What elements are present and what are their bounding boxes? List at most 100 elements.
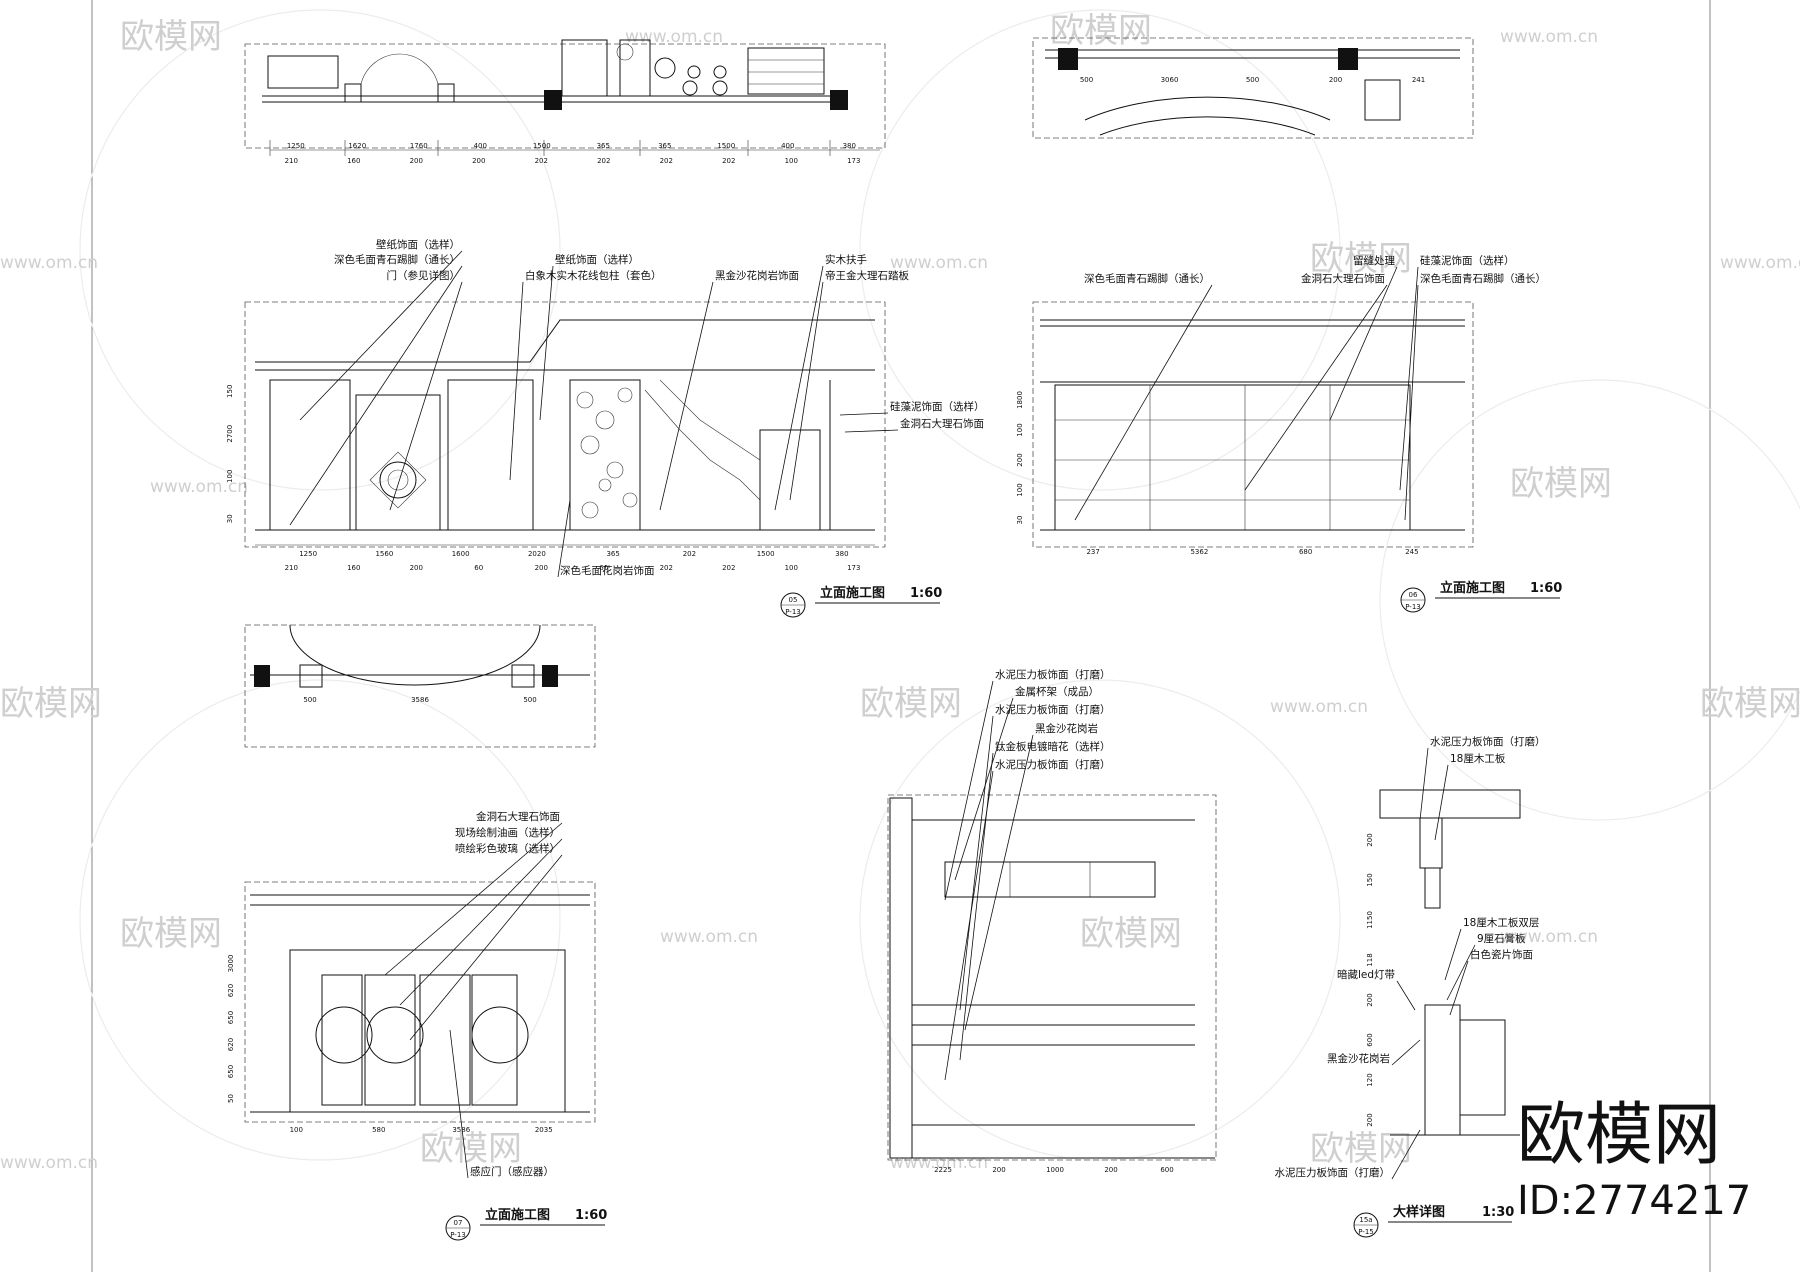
dimension-value: 380 bbox=[835, 550, 848, 558]
dimension-value: 600 bbox=[1366, 1033, 1374, 1046]
callout-label: 白色瓷片饰面 bbox=[1470, 948, 1533, 961]
leader-line bbox=[944, 680, 994, 901]
dimension-value: 400 bbox=[474, 142, 487, 150]
dimension-value: 202 bbox=[597, 157, 610, 165]
leader-line bbox=[289, 265, 463, 526]
dimension-value: 100 bbox=[1016, 423, 1024, 436]
watermark-logo: 欧模网 bbox=[1700, 684, 1800, 724]
drawing-title: 大样详图 bbox=[1393, 1204, 1445, 1220]
drawing-scale: 1:60 bbox=[910, 586, 942, 601]
dimension-value: 202 bbox=[660, 564, 673, 572]
dimension-value: 3586 bbox=[411, 696, 429, 704]
leader-line bbox=[1399, 266, 1419, 491]
callout-label: 留缝处理 bbox=[1353, 254, 1395, 267]
watermark-url: www.om.cn bbox=[1720, 253, 1800, 273]
dimension-value: 202 bbox=[683, 550, 696, 558]
drawing-tag-number: 15a bbox=[1359, 1216, 1372, 1224]
drawing-tag-number: 05 bbox=[789, 596, 798, 604]
callout-label: 壁纸饰面（选样） bbox=[555, 253, 639, 266]
dimension-value: 2020 bbox=[528, 550, 546, 558]
dimension-value: 1500 bbox=[757, 550, 775, 558]
title-block-05: 05 P-13 立面施工图 1:60 bbox=[780, 585, 942, 618]
watermark-layer: 欧模网 欧模网 欧模网 欧模网 欧模网 欧模网 欧模网 欧模网 欧模网 欧模网 … bbox=[0, 9, 1800, 1173]
dimension-value: 650 bbox=[227, 1065, 235, 1078]
callout-label: 黑金沙花岗岩 bbox=[1327, 1052, 1390, 1065]
dimension-value: 2035 bbox=[535, 1126, 553, 1134]
leader-line bbox=[1391, 1039, 1421, 1066]
leader-line bbox=[839, 412, 889, 416]
dimension-value: 118 bbox=[1366, 953, 1374, 966]
dimension-value: 120 bbox=[1366, 1073, 1374, 1086]
dimension-value: 200 bbox=[1104, 1166, 1117, 1174]
dimension-value: 500 bbox=[1246, 76, 1259, 84]
dimension-value: 620 bbox=[227, 1038, 235, 1051]
dimension-value: 380 bbox=[843, 142, 856, 150]
dimension-value: 200 bbox=[1366, 993, 1374, 1006]
plan-07: 500 3586 500 bbox=[244, 624, 596, 748]
title-block-07: 07 P-13 立面施工图 1:60 bbox=[445, 1207, 607, 1241]
dimension-value: 210 bbox=[285, 564, 298, 572]
dimension-value: 202 bbox=[535, 157, 548, 165]
leader-line bbox=[1444, 928, 1462, 981]
dimension-value: 160 bbox=[347, 564, 360, 572]
drawing-scale: 1:60 bbox=[1530, 581, 1562, 596]
callout-label: 金洞石大理石饰面 bbox=[900, 417, 984, 430]
dimension-value: 100 bbox=[785, 564, 798, 572]
dimension-value: 200 bbox=[992, 1166, 1005, 1174]
dimension-value: 3000 bbox=[227, 955, 235, 973]
dimension-value: 173 bbox=[847, 157, 860, 165]
dimension-value: 200 bbox=[472, 157, 485, 165]
leader-line bbox=[384, 822, 563, 976]
dimension-value: 200 bbox=[535, 564, 548, 572]
watermark-url: www.om.cn bbox=[1500, 27, 1598, 47]
callout-label: 壁纸饰面（选样） bbox=[376, 238, 460, 251]
leader-line bbox=[959, 715, 994, 1011]
drawing-title: 立面施工图 bbox=[820, 585, 885, 601]
callouts-08: 水泥压力板饰面（打磨）金属杯架（成品）水泥压力板饰面（打磨）黑金沙花岗岩钛金板电… bbox=[944, 668, 1111, 1081]
callout-label: 水泥压力板饰面（打磨） bbox=[995, 668, 1111, 681]
dimension-value: 500 bbox=[523, 696, 536, 704]
callout-label: 现场绘制油画（选样） bbox=[455, 826, 560, 839]
callout-label: 金属杯架（成品） bbox=[1015, 685, 1099, 698]
dimension-value: 150 bbox=[226, 385, 234, 398]
leader-line bbox=[1434, 764, 1449, 841]
dimension-value: 50 bbox=[227, 1094, 235, 1103]
callout-label: 18厘木工板双层 bbox=[1463, 916, 1539, 929]
callout-label: 深色毛面花岗岩饰面 bbox=[560, 564, 655, 577]
leader-line bbox=[844, 429, 899, 433]
leader-line bbox=[964, 734, 1034, 1031]
leader-line bbox=[409, 854, 563, 1041]
drawing-tag-number: 06 bbox=[1409, 591, 1418, 599]
leader-line bbox=[1446, 944, 1476, 1001]
dimension-value: 1800 bbox=[1016, 391, 1024, 409]
watermark-logo: 欧模网 bbox=[120, 17, 222, 57]
watermark-url: www.om.cn bbox=[150, 477, 248, 497]
dimension-value: 365 bbox=[597, 142, 610, 150]
drawing-scale: 1:30 bbox=[1482, 1205, 1514, 1220]
leader-line bbox=[539, 265, 554, 421]
title-block-06: 06 P-13 立面施工图 1:60 bbox=[1400, 580, 1562, 613]
drawing-title: 立面施工图 bbox=[1440, 580, 1505, 596]
dimension-value: 202 bbox=[722, 157, 735, 165]
dimension-value: 100 bbox=[1016, 483, 1024, 496]
callout-label: 水泥压力板饰面（打磨） bbox=[995, 758, 1111, 771]
callout-label: 实木扶手 bbox=[825, 253, 867, 266]
dimension-value: 620 bbox=[227, 984, 235, 997]
watermark-logo: 欧模网 bbox=[1080, 914, 1182, 954]
dimension-value: 202 bbox=[660, 157, 673, 165]
dimension-value: 100 bbox=[290, 1126, 303, 1134]
watermark-url: www.om.cn bbox=[0, 1153, 98, 1173]
dimension-value: 500 bbox=[303, 696, 316, 704]
dimension-value: 100 bbox=[226, 470, 234, 483]
leader-line bbox=[1404, 284, 1419, 521]
leader-line bbox=[659, 281, 714, 511]
drawing-tag-sheet: P-13 bbox=[785, 608, 801, 616]
watermark-url: www.om.cn bbox=[1500, 927, 1598, 947]
dimension-value: 1500 bbox=[717, 142, 735, 150]
callout-label: 黑金沙花岗岩饰面 bbox=[715, 269, 799, 282]
